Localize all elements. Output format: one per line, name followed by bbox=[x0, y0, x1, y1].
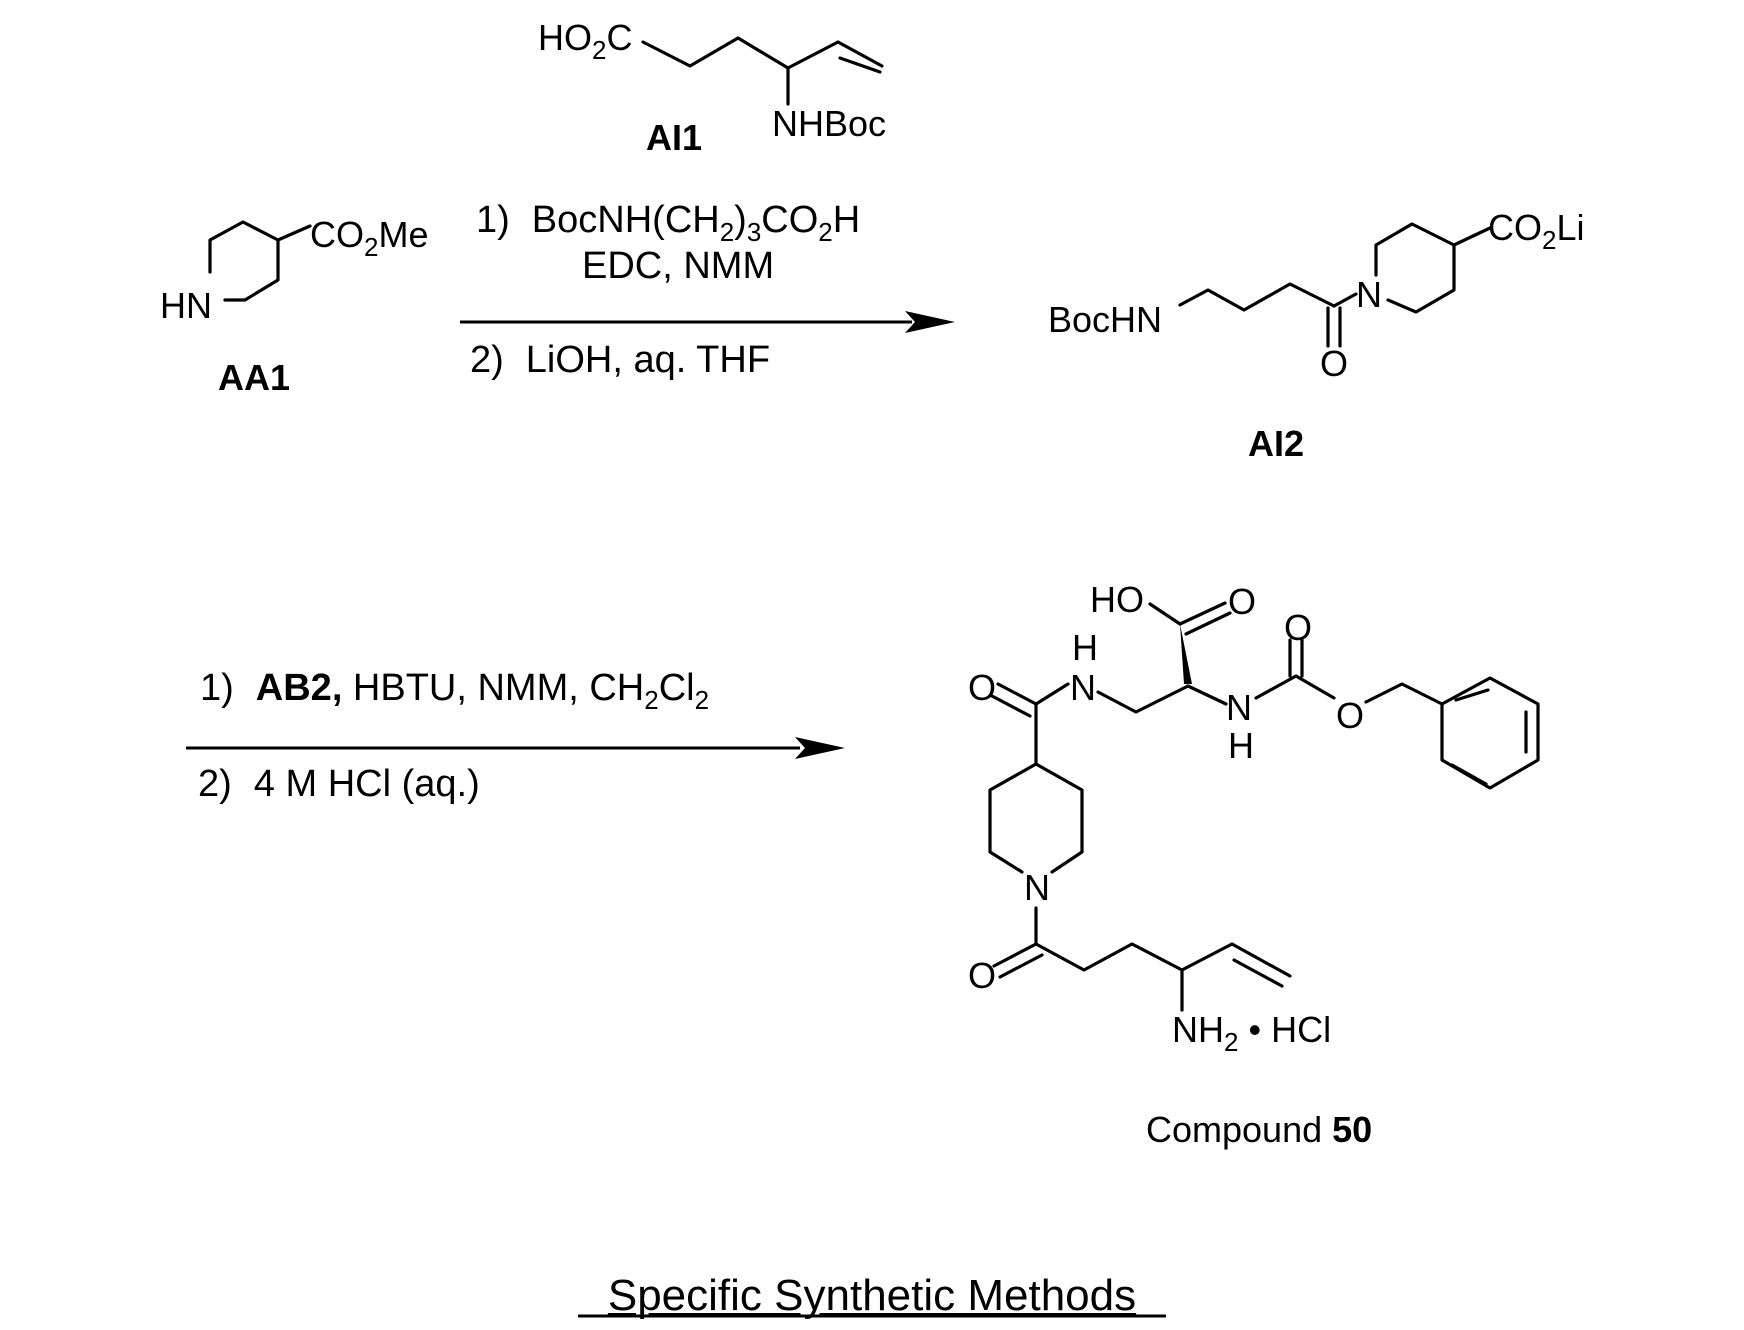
ai1-acid-label: HO2C bbox=[538, 17, 632, 65]
compound-ai2: BocHN O N CO2Li AI2 bbox=[1048, 207, 1585, 464]
c50-n-mid: N bbox=[1226, 687, 1252, 728]
ai2-label: AI2 bbox=[1248, 423, 1304, 464]
c50-nh-ch2-ca bbox=[1098, 686, 1188, 712]
step1-reagent-1-line2: EDC, NMM bbox=[582, 245, 774, 287]
c50-ho-bond bbox=[1150, 604, 1180, 624]
c50-ring-n: N bbox=[1024, 867, 1050, 908]
compound-ai1: HO2C NHBoc AI1 bbox=[538, 17, 886, 158]
aa1-ring bbox=[210, 222, 278, 300]
c50-acid-co-2 bbox=[1186, 613, 1230, 634]
c50-h-top: H bbox=[1072, 627, 1098, 668]
caption-title: Specific Synthetic Methods bbox=[608, 1271, 1136, 1320]
ai1-nhboc-label: NHBoc bbox=[772, 103, 886, 144]
c50-benzyl bbox=[1366, 684, 1442, 704]
step2-reagent-1: 1)AB2, HBTU, NMM, CH2Cl2 bbox=[200, 667, 709, 715]
c50-carb-o: O bbox=[1284, 607, 1312, 648]
c50-phenyl-ring bbox=[1442, 678, 1538, 788]
step1-reagents: 1)BocNH(CH2)3CO2H EDC, NMM 2)LiOH, aq. T… bbox=[460, 199, 955, 381]
aa1-ester-label: CO2Me bbox=[310, 214, 428, 262]
compound-50: HO O H N O N H O O N bbox=[968, 579, 1538, 1150]
step1-arrow-head bbox=[905, 311, 955, 333]
ai2-salt-label: CO2Li bbox=[1488, 207, 1585, 255]
c50-nh2-hcl: NH2• HCl bbox=[1172, 1009, 1331, 1057]
aa1-nh-label: HN bbox=[160, 285, 212, 326]
c50-n-top: N bbox=[1070, 667, 1096, 708]
c50-acid-co-1 bbox=[1180, 603, 1225, 624]
c50-n-carb bbox=[1256, 676, 1296, 698]
c50-amide-o: O bbox=[968, 667, 996, 708]
c50-acid-o: O bbox=[1228, 581, 1256, 622]
c50-ho-label: HO bbox=[1090, 579, 1144, 620]
step2-arrow-head bbox=[795, 737, 845, 759]
ai2-chain bbox=[1180, 284, 1334, 310]
step1-reagent-1: 1)BocNH(CH2)3CO2H bbox=[476, 199, 860, 247]
c50-lower-chain bbox=[1036, 944, 1232, 970]
c50-vinyl-end bbox=[1232, 944, 1290, 976]
ai2-ring-n: N bbox=[1356, 274, 1382, 315]
c50-pip-ring-2 bbox=[1036, 764, 1082, 872]
c50-carb-o-bond bbox=[1296, 676, 1334, 698]
step1-reagent-2: 2)LiOH, aq. THF bbox=[470, 339, 770, 381]
ai2-carbonyl-o: O bbox=[1320, 343, 1348, 384]
c50-label: Compound 50 bbox=[1146, 1109, 1372, 1150]
ai2-c-n-bond bbox=[1334, 294, 1356, 306]
c50-phenyl-db-2 bbox=[1452, 765, 1486, 784]
ai1-chain bbox=[643, 38, 838, 68]
ai1-vinyl-end bbox=[838, 42, 882, 66]
c50-amide-c-n bbox=[1036, 684, 1068, 704]
step2-reagent-2: 2)4 M HCl (aq.) bbox=[198, 763, 480, 805]
c50-h-mid: H bbox=[1228, 725, 1254, 766]
ai2-ring bbox=[1376, 224, 1454, 312]
c50-lower-o: O bbox=[968, 955, 996, 996]
step2-reagents: 1)AB2, HBTU, NMM, CH2Cl2 2)4 M HCl (aq.) bbox=[186, 667, 845, 805]
c50-ester-o: O bbox=[1336, 695, 1364, 736]
c50-vinyl-double bbox=[1234, 960, 1282, 986]
aa1-ester-bond bbox=[278, 226, 310, 240]
ai2-bochn-label: BocHN bbox=[1048, 299, 1162, 340]
c50-pip-ring bbox=[990, 764, 1036, 872]
ai2-salt-bond bbox=[1454, 228, 1490, 245]
aa1-label: AA1 bbox=[218, 357, 290, 398]
c50-ca-n bbox=[1188, 686, 1226, 704]
ai1-label: AI1 bbox=[646, 117, 702, 158]
compound-aa1: HN CO2Me AA1 bbox=[160, 214, 428, 398]
